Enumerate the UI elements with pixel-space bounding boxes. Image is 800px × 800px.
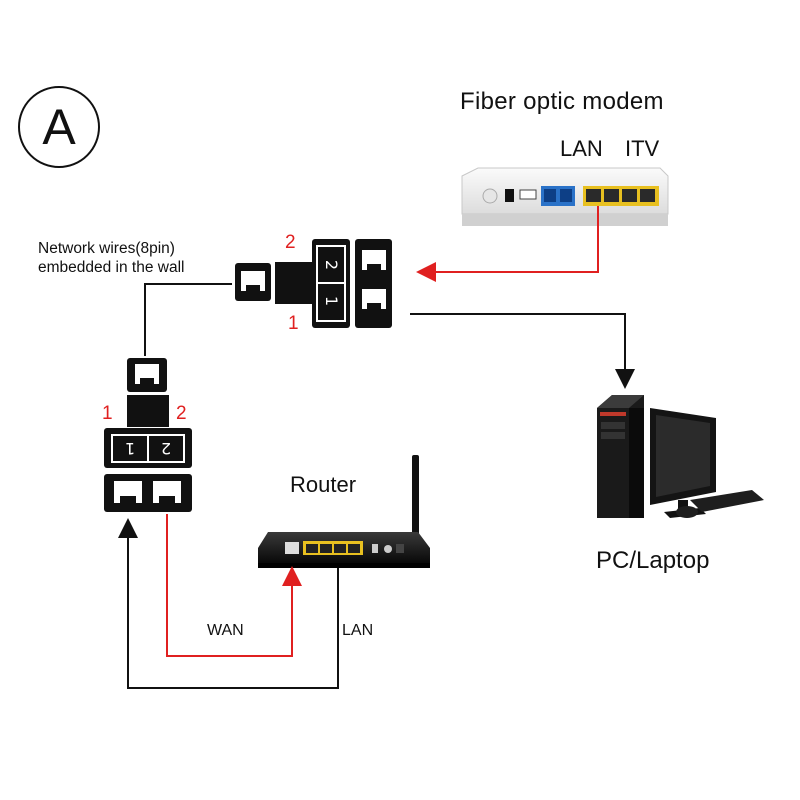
modem-lan-ports-icon <box>583 186 659 206</box>
modem-itv-label: ITV <box>625 136 660 161</box>
router-title: Router <box>290 472 357 497</box>
diagram-badge: A <box>18 86 100 168</box>
top-splitter-port-1-label: 1 <box>288 313 299 334</box>
left-splitter-port-1-label: 1 <box>102 403 113 424</box>
router-lan-label: LAN <box>342 622 374 639</box>
wall-wires-note: Network wires(8pin) embedded in the wall <box>38 240 185 276</box>
wire-splitter-to-pc <box>410 313 635 389</box>
modem-lan-label: LAN <box>560 136 603 161</box>
fiber-optic-modem <box>461 167 669 226</box>
wire-wall <box>144 283 232 356</box>
left-splitter-port-2-label: 2 <box>176 403 187 424</box>
power-button-icon <box>482 188 498 204</box>
modem-title: Fiber optic modem <box>460 88 664 115</box>
antenna-icon <box>412 455 419 555</box>
router-wan-port-icon <box>285 542 299 554</box>
top-splitter-port-2-label: 2 <box>285 232 296 253</box>
pc-icon <box>597 395 764 518</box>
left-splitter: 1 2 <box>104 358 192 512</box>
wire-wan <box>166 514 302 657</box>
fiber-ports-icon <box>541 186 575 206</box>
svg-text:1: 1 <box>125 439 135 458</box>
svg-text:1: 1 <box>322 296 341 306</box>
svg-text:2: 2 <box>322 260 341 270</box>
usb-port-icon <box>519 189 537 200</box>
router-wan-label: WAN <box>207 622 244 639</box>
router <box>258 455 430 568</box>
power-jack-icon <box>505 189 514 202</box>
router-lan-ports-icon <box>303 541 363 555</box>
wire-lan <box>118 518 339 689</box>
top-splitter: 2 1 <box>235 239 392 328</box>
pc-title: PC/Laptop <box>596 547 710 574</box>
svg-text:2: 2 <box>161 439 171 458</box>
wire-modem-to-splitter <box>416 206 599 282</box>
